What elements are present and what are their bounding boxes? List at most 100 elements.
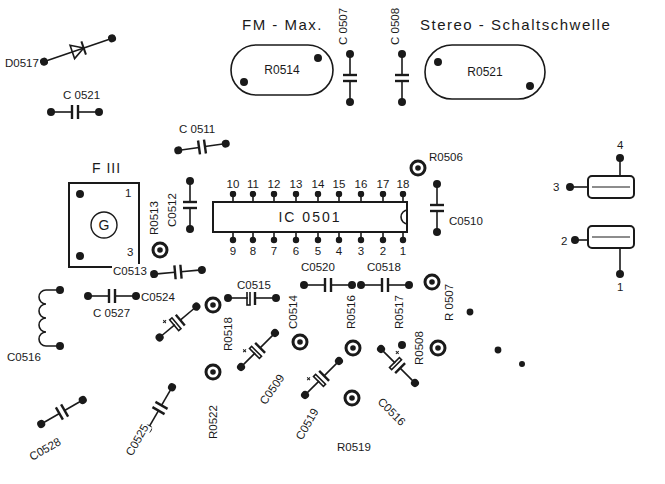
part-name: R0518 [221,316,235,352]
capacitor-symbol [343,51,357,105]
ic-pins [337,238,342,243]
ic-pins [381,238,386,243]
solder-pad [399,342,405,348]
ic-pins [401,238,406,243]
part-name: C0518 [366,260,402,274]
filter-symbol [567,155,634,277]
ic-package: IC 0501 [212,201,408,233]
part-name: C0524 [140,290,176,304]
diode-symbol [108,34,116,42]
ic-pins [316,238,321,243]
part-name: R0514 [264,63,299,77]
trimmer-outline: FM - Max. R0514 [230,16,334,98]
trimmer-pad [431,341,445,355]
part-name: C0512 [165,192,179,228]
part-name: R0521 [467,65,502,79]
part-name: C0528 [26,434,64,464]
pin-number: 17 [376,177,391,191]
pin-number: 11 [246,177,260,191]
coil-symbol [57,343,63,349]
ic-pins [272,192,277,197]
capacitor-symbol [231,323,282,374]
outline-border [69,183,139,267]
part-name: C 0507 [336,7,350,46]
trimmer-pad [206,298,220,312]
coil-symbol [39,287,63,349]
capacitor-symbol [183,178,197,232]
part-name: C0513 [112,264,148,278]
ic-pins [251,192,256,197]
filter-symbol [617,155,623,161]
pin-number: 6 [292,244,300,258]
ic-pins [231,192,408,243]
heading-label: Stereo - Schaltschwelle [420,16,611,33]
part-name: R0517 [392,294,406,330]
pin-number: 10 [226,177,241,191]
part-name: R0506 [428,150,464,164]
capacitor-symbol [35,392,89,431]
part-name: R0508 [412,330,426,366]
solder-pad [77,191,83,197]
filter-symbol [588,176,634,198]
ic-pins [401,192,406,197]
pin-number: 9 [229,244,237,258]
part-name: C0514 [286,294,300,330]
trimmer-pad [411,161,425,175]
part-name: C0509 [256,371,288,408]
part-name: R0516 [344,294,358,330]
ic-pins [294,238,299,243]
part-name: C0516 [374,394,409,429]
diode-symbol [81,41,86,54]
trimmer-pad [206,365,220,379]
solder-pad [315,55,321,61]
ic-pins [316,192,321,197]
ic-pins [359,192,364,197]
pin-number: 15 [332,177,347,191]
diode-symbol [40,58,48,66]
capacitor-symbol [48,105,102,119]
capacitor-symbol [301,278,355,292]
pin-number: 1 [124,186,132,200]
solder-pad [435,59,441,65]
outline-border [425,45,545,99]
pin-number: 4 [616,138,624,152]
outline-border [231,45,333,95]
capacitor-symbol [395,51,409,105]
outline-border [213,202,407,232]
pin-number: 8 [249,244,257,258]
coil-symbol [39,290,60,346]
solder-pad [467,309,472,314]
ic-pins [231,192,236,197]
capacitor-symbol [358,278,412,292]
ic-pins [294,192,299,197]
pin-number: 7 [270,244,278,258]
filter-symbol [567,184,573,190]
component-outline: IC 0501 [212,201,408,233]
solder-pad [77,55,533,366]
diode-symbol [46,39,110,61]
pin-number: 3 [552,180,560,194]
diode-symbol [39,31,118,70]
part-name: C 0527 [92,306,131,320]
pin-number: 16 [354,177,369,191]
part-name: R0522 [206,404,220,440]
solder-pad [527,83,533,89]
filter-symbol [572,237,578,243]
part-name: R 0507 [442,283,456,322]
part-name: R0513 [147,200,161,236]
coil-mark: G [99,217,110,233]
solder-pad [495,347,500,352]
solder-pad [77,253,83,259]
component-outline: R0521 [424,44,546,100]
pin-number: 18 [396,177,411,191]
heading-label: FM - Max. [242,16,323,33]
filter-symbol [617,271,623,277]
part-name: C0516 [6,350,42,364]
pin-number: 2 [560,234,568,248]
trimmer-pad [345,391,359,405]
capacitor-symbol [150,263,205,282]
component-symbols [35,31,634,435]
pin-number: 1 [616,280,624,294]
part-name: C 0511 [178,122,216,136]
coil-core [91,212,117,238]
